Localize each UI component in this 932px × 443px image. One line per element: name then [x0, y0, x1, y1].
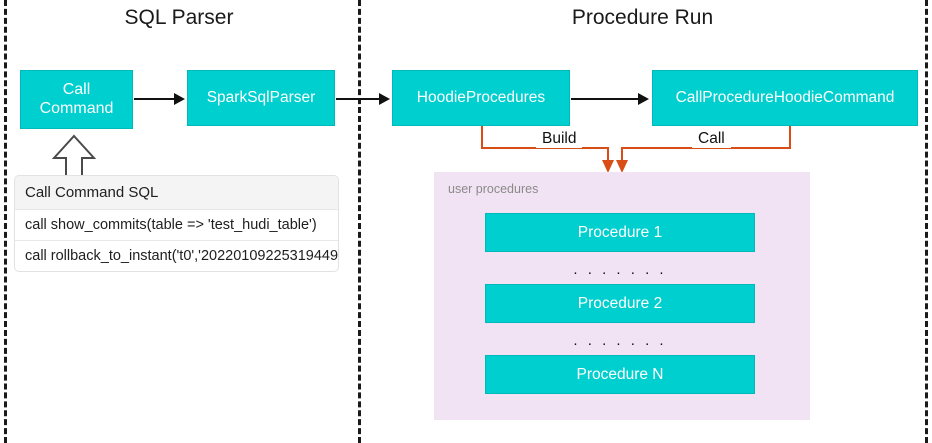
hollow-up-arrow-icon [52, 134, 96, 176]
node-spark-sql-parser[interactable]: SparkSqlParser [187, 70, 335, 126]
divider-right-dashed [925, 0, 928, 443]
connector-build-horizontal [481, 147, 609, 149]
connector-call-vertical-down [621, 147, 623, 164]
arrow-spark-to-hoodie-head [379, 93, 390, 105]
sql-table-row: call rollback_to_instant('t0','202201092… [15, 240, 338, 271]
connector-call-arrowhead [616, 160, 628, 173]
procedure-item[interactable]: Procedure 2 [485, 284, 755, 323]
arrow-call-command-to-spark-head [174, 93, 185, 105]
user-procedures-panel: user procedures Procedure 1 . . . . . . … [434, 172, 810, 420]
section-title-procedure-run: Procedure Run [571, 6, 714, 29]
section-title-sql-parser: SQL Parser [124, 6, 234, 29]
user-procedures-label: user procedures [448, 182, 539, 196]
call-command-sql-table: Call Command SQL call show_commits(table… [14, 175, 339, 272]
arrow-hoodie-to-callproc-line [571, 98, 640, 100]
node-call-command-line1: Call [62, 80, 91, 98]
node-call-command-line2: Command [39, 99, 114, 117]
procedures-ellipsis: . . . . . . . [573, 261, 667, 278]
divider-left-dashed [4, 0, 7, 443]
procedure-item[interactable]: Procedure 1 [485, 213, 755, 252]
connector-build-vertical-down [607, 147, 609, 164]
arrow-spark-to-hoodie-line [336, 98, 381, 100]
connector-build-arrowhead [602, 160, 614, 173]
sql-table-header: Call Command SQL [15, 176, 338, 209]
connector-build-vertical-left [481, 126, 483, 149]
edge-label-call: Call [692, 130, 731, 148]
connector-call-horizontal [621, 147, 791, 149]
procedure-item[interactable]: Procedure N [485, 355, 755, 394]
sql-table-row: call show_commits(table => 'test_hudi_ta… [15, 209, 338, 240]
node-call-procedure-hoodie-command[interactable]: CallProcedureHoodieCommand [652, 70, 918, 126]
divider-middle-dashed [358, 0, 361, 443]
edge-label-build: Build [536, 130, 583, 148]
connector-call-vertical-right [789, 126, 791, 149]
arrow-hoodie-to-callproc-head [638, 93, 649, 105]
procedures-ellipsis: . . . . . . . [573, 332, 667, 349]
node-call-command[interactable]: Call Command [20, 70, 133, 129]
node-hoodie-procedures[interactable]: HoodieProcedures [392, 70, 570, 126]
arrow-call-command-to-spark-line [134, 98, 176, 100]
